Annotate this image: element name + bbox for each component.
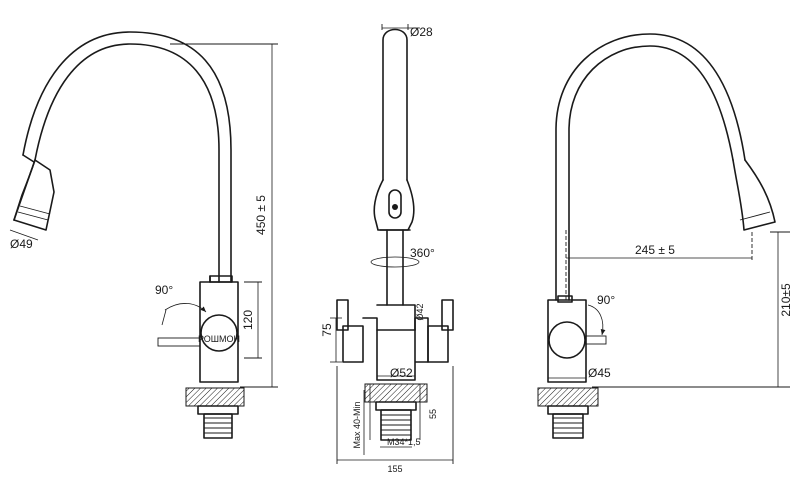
dim-d49: Ø49 (10, 237, 33, 251)
dim-d28: Ø28 (410, 25, 433, 39)
dim-w245: 245 ± 5 (635, 243, 675, 257)
dim-max40: Max 40-Min (352, 401, 362, 448)
dim-d45: Ø45 (588, 366, 611, 380)
front-view (330, 24, 454, 464)
dim-m34: M34*1,5 (387, 437, 421, 447)
dim-w155: 155 (387, 464, 402, 474)
angle-90-right: 90° (597, 293, 615, 307)
dim-h75: 75 (320, 323, 334, 337)
left-side-view (9, 31, 278, 439)
angle-90-left: 90° (155, 283, 173, 297)
rotation-360: 360° (410, 246, 435, 260)
dim-h210: 210±5 (779, 283, 793, 317)
dim-h120: 120 (241, 310, 255, 330)
brand-logo-text: РОШМОН (198, 334, 240, 344)
dim-d52: Ø52 (390, 366, 413, 380)
dim-h55: 55 (428, 409, 438, 419)
right-side-view (537, 33, 790, 439)
dim-d42: Ø42 (415, 303, 425, 320)
dim-h450: 450 ± 5 (254, 195, 268, 235)
